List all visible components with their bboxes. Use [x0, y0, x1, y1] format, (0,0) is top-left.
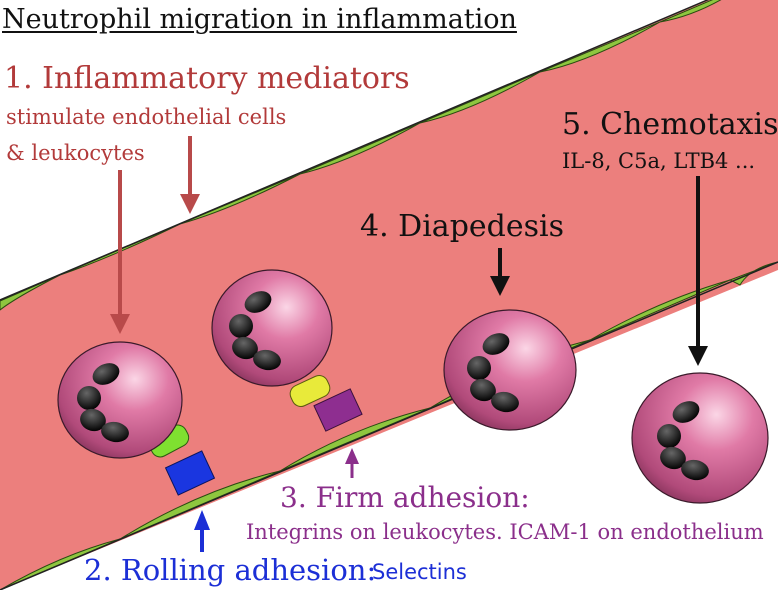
integrin [289, 375, 331, 407]
neutrophil-2 [211, 269, 333, 387]
arrow-rolling-adhesion [194, 510, 210, 552]
neutrophil-3 [443, 309, 577, 431]
step2-detail: Selectins [372, 560, 467, 584]
selectin-receptor [164, 450, 216, 496]
page-title: Neutrophil migration in inflammation [2, 4, 517, 35]
step1-line1: stimulate endothelial cells [6, 105, 287, 129]
neutrophil-4 [631, 372, 769, 504]
step3-heading: 3. Firm adhesion: [280, 481, 530, 514]
step1-heading: 1. Inflammatory mediators [4, 61, 410, 96]
arrow-diapedesis [490, 248, 510, 296]
step5-detail: IL-8, C5a, LTB4 ... [562, 149, 756, 173]
arrow-mediators-to-endothelium [180, 136, 200, 214]
arrow-mediators-to-leukocyte [110, 170, 130, 334]
step4-heading: 4. Diapedesis [360, 209, 564, 244]
arrow-firm-adhesion [345, 448, 359, 478]
neutrophil-1 [57, 341, 183, 459]
step3-detail: Integrins on leukocytes. ICAM-1 on endot… [246, 520, 764, 544]
step5-heading: 5. Chemotaxis: [562, 107, 778, 142]
arrow-chemotaxis [688, 176, 708, 366]
icam-1 [313, 388, 363, 432]
step2-heading: 2. Rolling adhesion: [84, 553, 377, 587]
step1-line2: & leukocytes [6, 141, 145, 165]
